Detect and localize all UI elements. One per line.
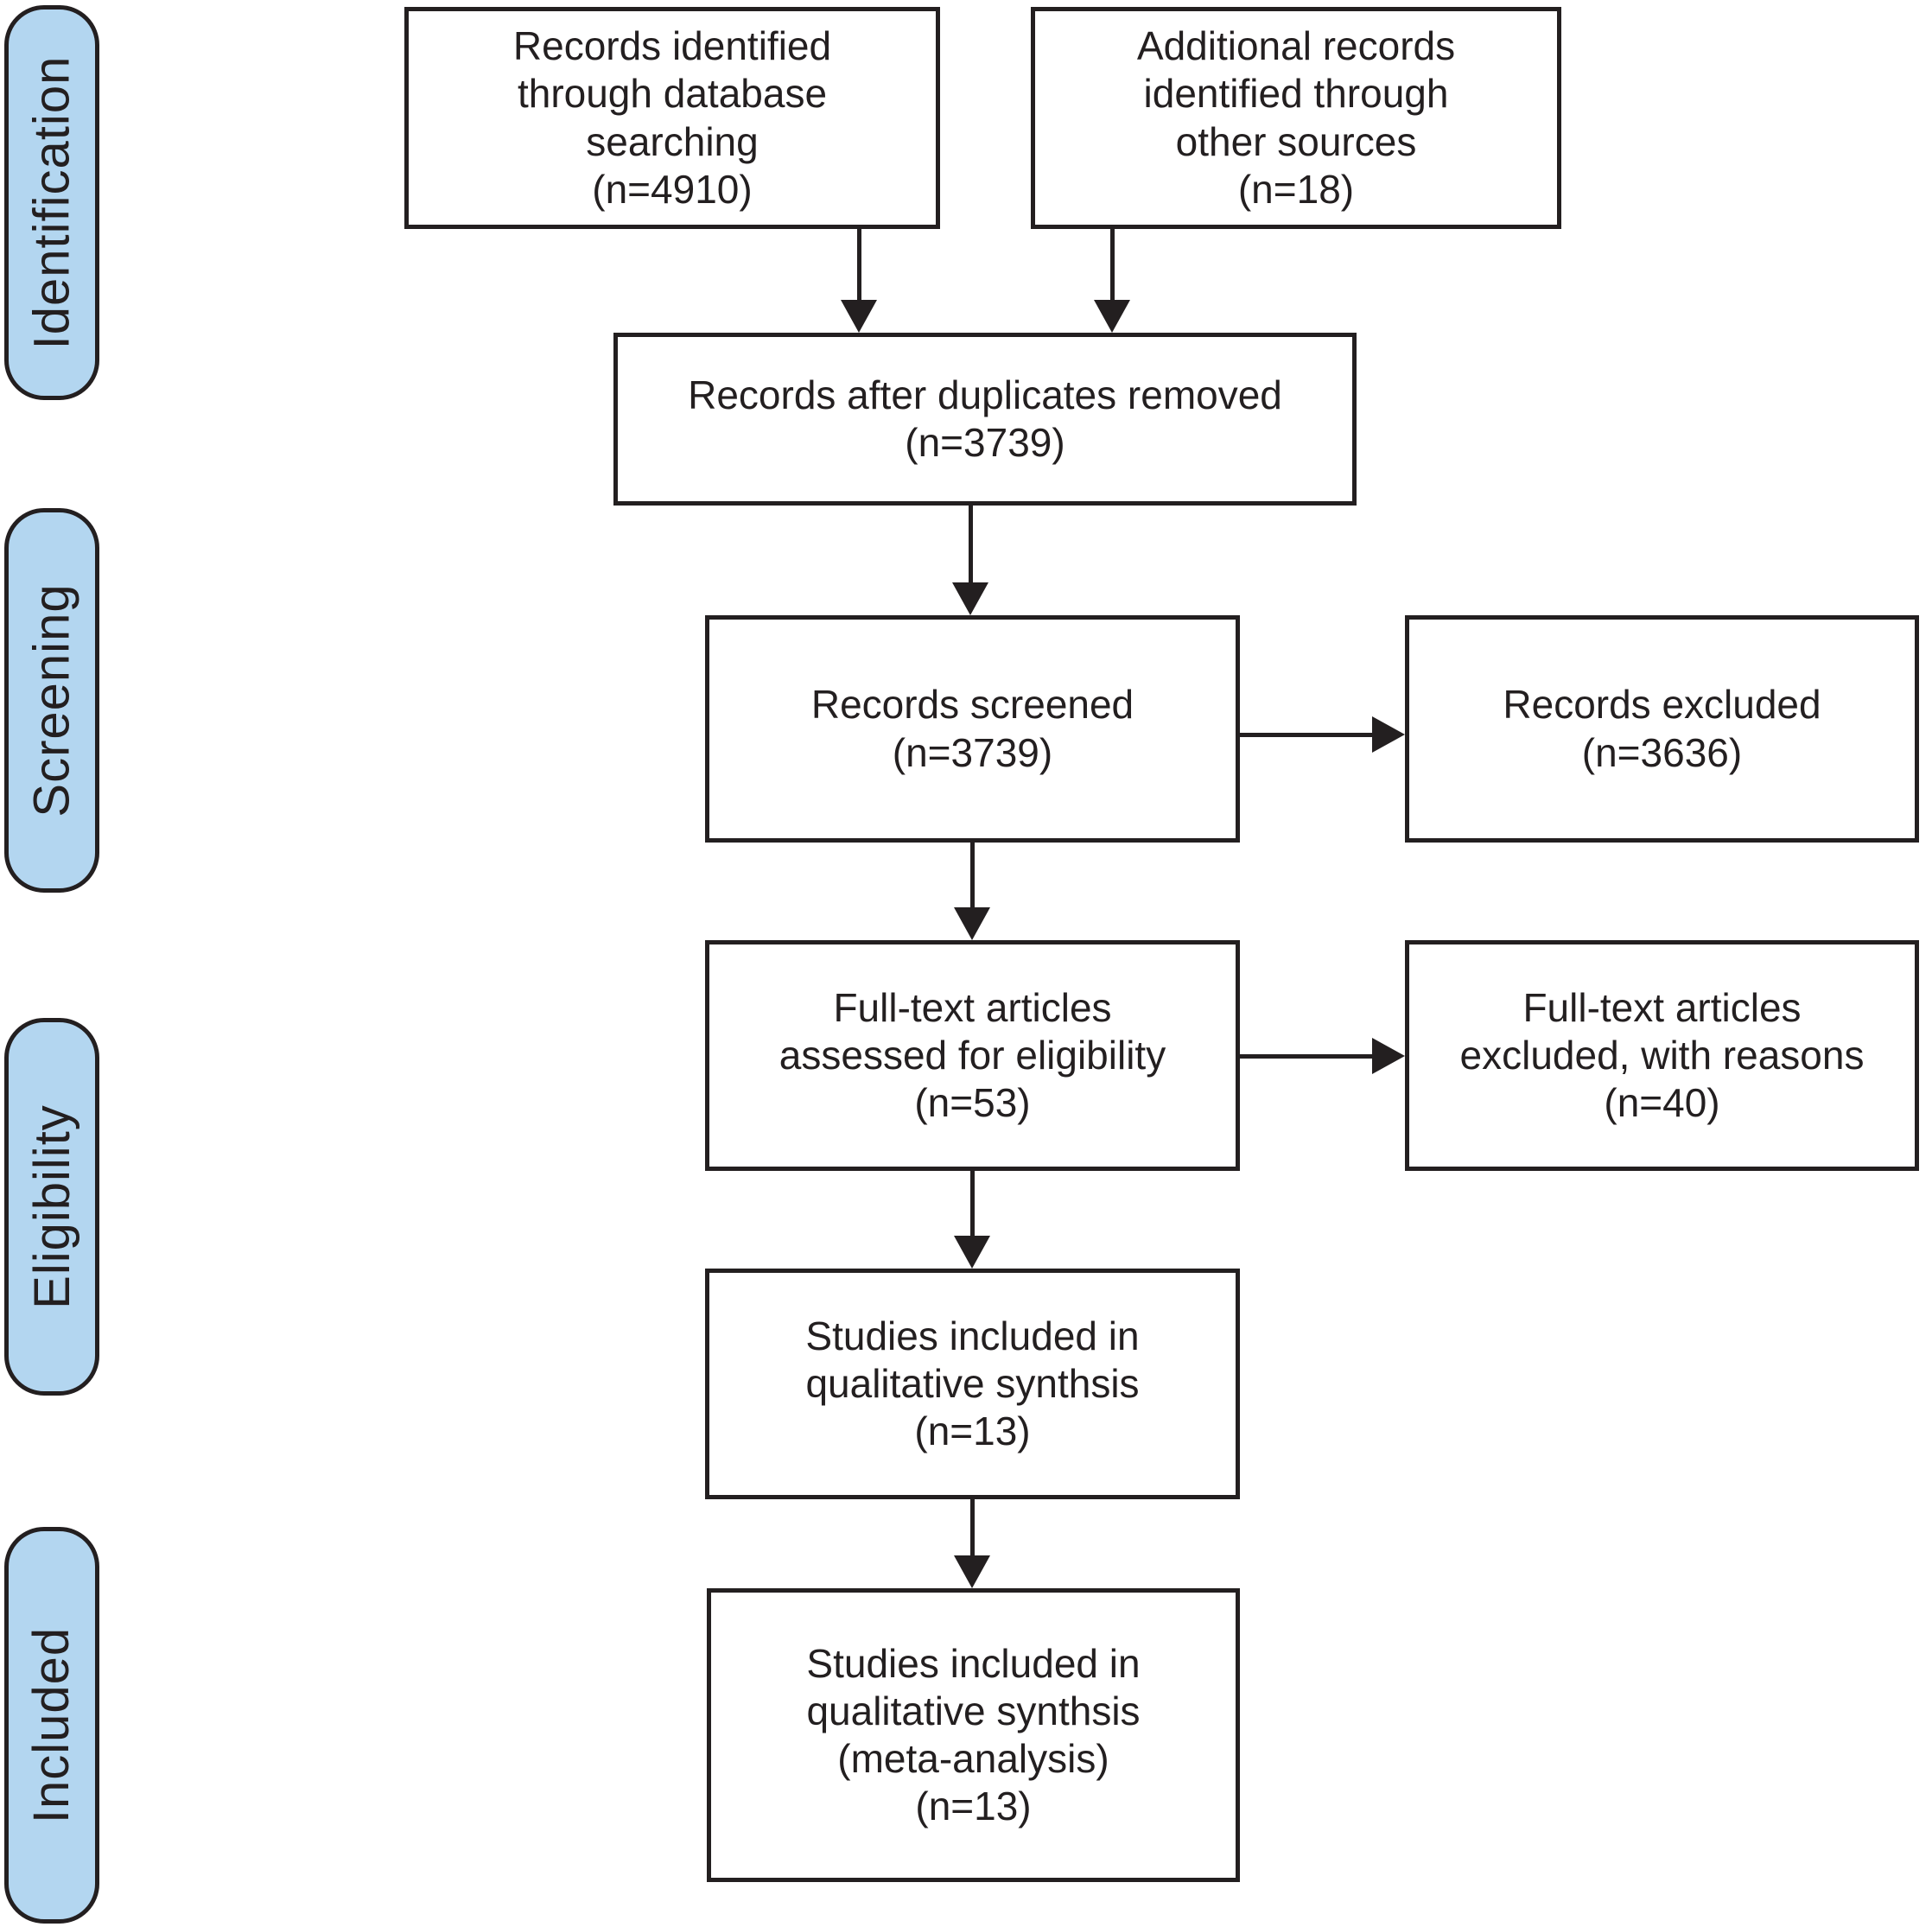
box-qualitative-synthesis: Studies included in qualitative synthsis… [705, 1269, 1240, 1499]
box-additional-records-text: Additional records identified through ot… [1136, 23, 1456, 212]
arrow-head-down-icon [954, 907, 990, 940]
box-duplicates-removed-text: Records after duplicates removed (n=3739… [688, 372, 1282, 465]
box-meta-analysis: Studies included in qualitative synthsis… [707, 1588, 1240, 1882]
stage-label-identification: Identification [4, 5, 99, 400]
arrow-stem [857, 227, 861, 302]
arrow-stem [1238, 733, 1374, 737]
box-duplicates-removed: Records after duplicates removed (n=3739… [613, 333, 1357, 506]
arrow-head-down-icon [841, 300, 877, 333]
box-additional-records: Additional records identified through ot… [1031, 7, 1561, 229]
stage-label-included: Included [4, 1527, 99, 1924]
arrow-head-down-icon [954, 1555, 990, 1588]
arrow-head-down-icon [954, 1236, 990, 1269]
arrow-head-right-icon [1372, 1038, 1405, 1074]
box-qualitative-synthesis-text: Studies included in qualitative synthsis… [805, 1313, 1140, 1454]
box-records-identified-text: Records identified through database sear… [512, 23, 832, 212]
stage-label-included-text: Included [23, 1626, 80, 1824]
stage-label-identification-text: Identification [23, 55, 80, 350]
box-records-screened: Records screened (n=3739) [705, 615, 1240, 843]
box-records-excluded: Records excluded (n=3636) [1405, 615, 1919, 843]
box-fulltext-assessed: Full-text articles assessed for eligibil… [705, 940, 1240, 1171]
stage-label-screening-text: Screening [23, 583, 80, 817]
arrow-stem [970, 841, 975, 909]
box-fulltext-assessed-text: Full-text articles assessed for eligibil… [779, 984, 1166, 1126]
arrow-head-down-icon [1094, 300, 1130, 333]
arrow-stem [1110, 227, 1115, 302]
stage-label-screening: Screening [4, 508, 99, 893]
arrow-stem [1238, 1054, 1374, 1059]
stage-label-eligibility: Eligibility [4, 1018, 99, 1396]
arrow-stem [969, 504, 973, 584]
box-fulltext-excluded: Full-text articles excluded, with reason… [1405, 940, 1919, 1171]
stage-label-eligibility-text: Eligibility [23, 1104, 80, 1309]
box-records-identified: Records identified through database sear… [404, 7, 940, 229]
box-fulltext-excluded-text: Full-text articles excluded, with reason… [1459, 984, 1865, 1126]
box-meta-analysis-text: Studies included in qualitative synthsis… [806, 1640, 1141, 1829]
arrow-stem [970, 1169, 975, 1237]
box-records-excluded-text: Records excluded (n=3636) [1503, 682, 1821, 775]
arrow-stem [970, 1498, 975, 1558]
arrow-head-right-icon [1372, 716, 1405, 753]
arrow-head-down-icon [952, 582, 988, 615]
box-records-screened-text: Records screened (n=3739) [810, 682, 1134, 775]
